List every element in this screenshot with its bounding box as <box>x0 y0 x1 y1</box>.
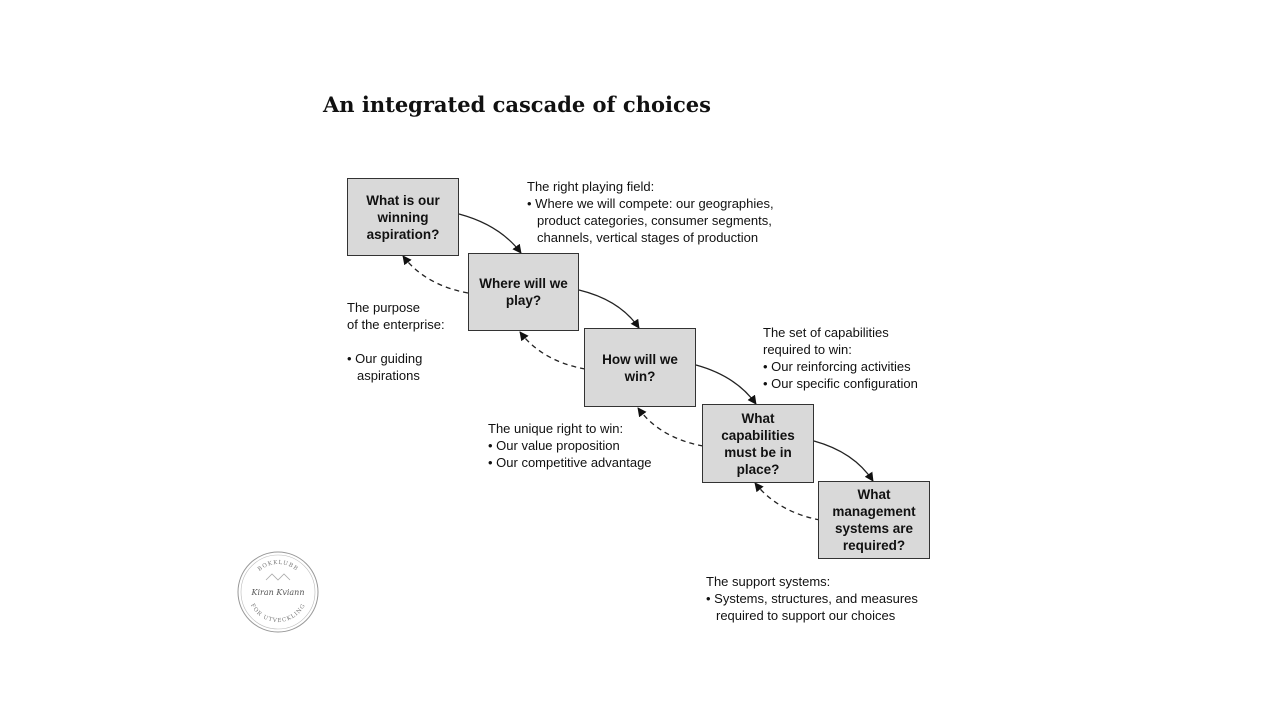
note-purpose: The purpose of the enterprise: Our guidi… <box>347 282 445 401</box>
box-capabilities: What capabilities must be in place? <box>702 404 814 483</box>
note-bullet: Where we will compete: our geographies, … <box>527 195 773 246</box>
box-where-to-play: Where will we play? <box>468 253 579 331</box>
box-winning-aspiration: What is our winning aspiration? <box>347 178 459 256</box>
box-management-systems: What management systems are required? <box>818 481 930 559</box>
note-heading: The set of capabilities required to win: <box>763 325 889 357</box>
feedback-arrow-1 <box>402 255 469 294</box>
svg-text:BOKKLUBB: BOKKLUBB <box>257 560 299 573</box>
note-heading: The unique right to win: <box>488 421 624 436</box>
feedback-arrow-4 <box>754 482 821 521</box>
svg-text:FOR UTVECKLING: FOR UTVECKLING <box>249 603 307 624</box>
note-heading: The purpose of the enterprise: <box>347 300 445 332</box>
note-playing-field: The right playing field: Where we will c… <box>527 178 774 246</box>
note-support-systems: The support systems: Systems, structures… <box>706 573 918 624</box>
note-bullet: Systems, structures, and measures requir… <box>706 590 918 624</box>
note-bullet: Our reinforcing activities <box>763 358 918 375</box>
feedback-arrow-3 <box>637 407 704 447</box>
note-bullet: Our guiding aspirations <box>347 350 445 384</box>
note-heading: The right playing field: <box>527 179 655 194</box>
note-capabilities: The set of capabilities required to win:… <box>763 324 918 392</box>
page-title: An integrated cascade of choices <box>323 92 711 117</box>
forward-arrow-1 <box>458 213 522 254</box>
forward-arrow-4 <box>813 440 874 482</box>
book-club-seal-logo: BOKKLUBB FOR UTVECKLING Kiran Kviann <box>237 551 319 633</box>
note-bullet: Our competitive advantage <box>488 454 651 471</box>
note-right-to-win: The unique right to win: Our value propo… <box>488 420 652 471</box>
box-how-to-win: How will we win? <box>584 328 696 407</box>
feedback-arrow-2 <box>519 331 586 370</box>
svg-text:Kiran Kviann: Kiran Kviann <box>251 588 305 597</box>
note-bullet: Our value proposition <box>488 437 652 454</box>
note-bullet: Our specific configuration <box>763 375 918 392</box>
forward-arrow-3 <box>695 364 757 405</box>
note-heading: The support systems: <box>706 574 831 589</box>
forward-arrow-2 <box>578 289 640 329</box>
